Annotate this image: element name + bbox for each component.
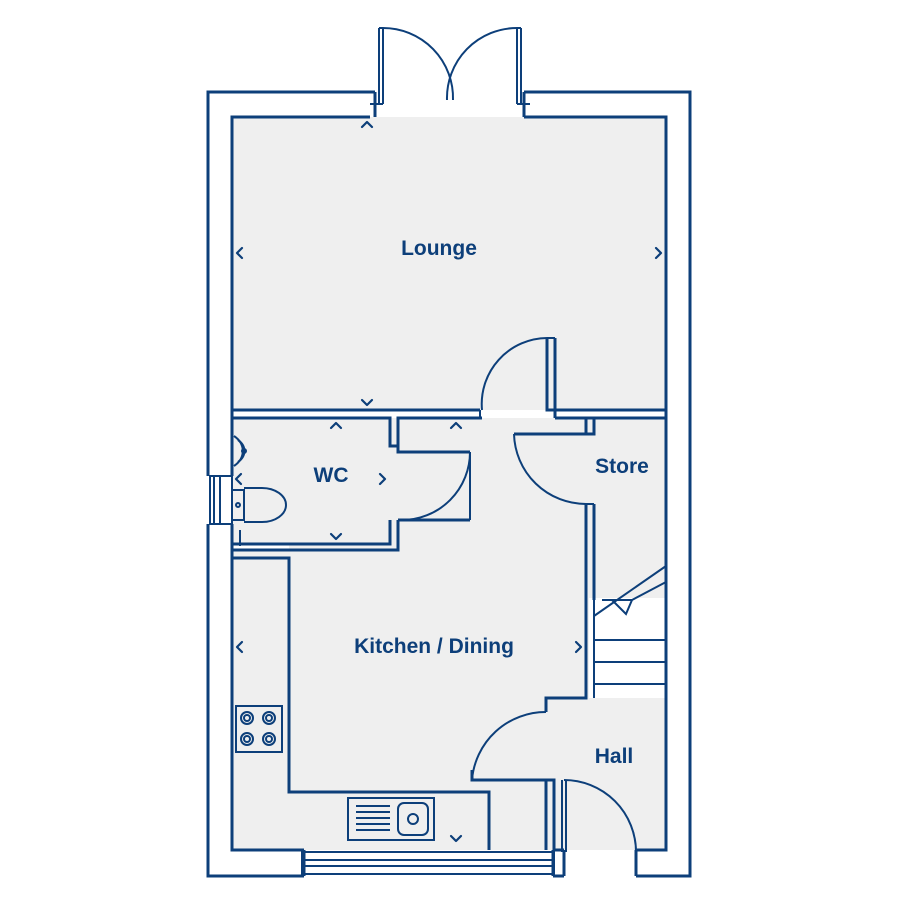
room-label-hall: Hall [595, 745, 634, 768]
sink-icon [347, 797, 435, 841]
room-label-wc: WC [314, 464, 349, 487]
basin-icon [233, 435, 247, 467]
staircase-icon [593, 565, 667, 698]
door-swing-icon [401, 337, 637, 853]
interior-walls [231, 337, 666, 850]
window-icon [209, 475, 555, 875]
floor-fills [232, 117, 666, 850]
room-label-lounge: Lounge [401, 237, 477, 260]
hob-icon [235, 705, 283, 753]
room-label-store: Store [595, 455, 649, 478]
room-label-kitchen-dining: Kitchen / Dining [354, 635, 514, 658]
dimension-marker-icon [234, 120, 663, 843]
french-doors-icon [370, 27, 530, 105]
